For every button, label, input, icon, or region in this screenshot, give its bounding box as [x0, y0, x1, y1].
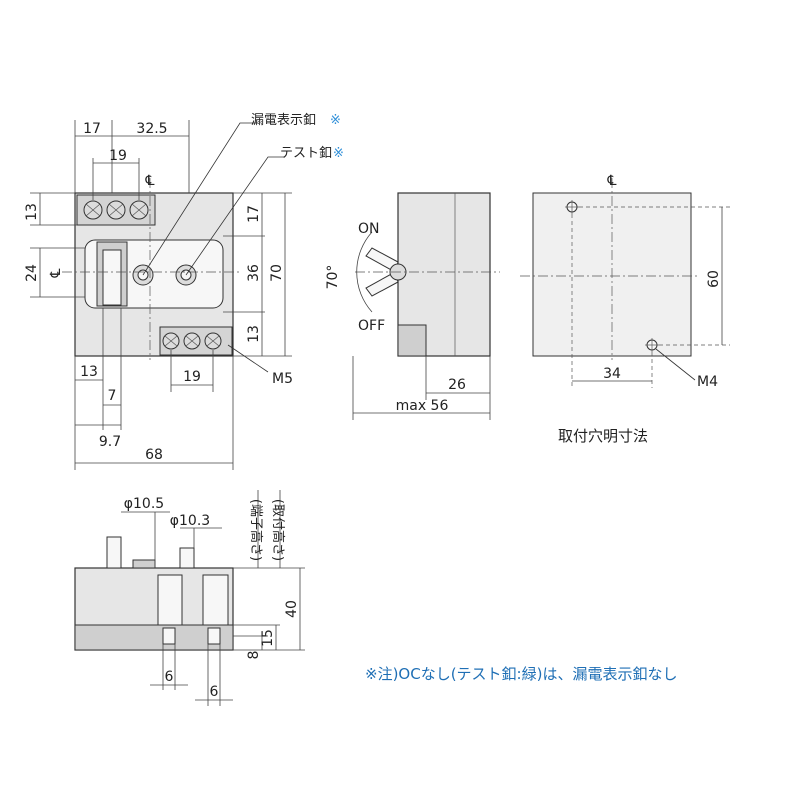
- mount-hole-bottom: [645, 338, 659, 352]
- lower-screw-2: [183, 332, 201, 350]
- on-label: ON: [358, 221, 380, 237]
- terminal-height-label: (端子高さ): [248, 499, 264, 561]
- side-view: ON OFF 70° 26 max 56: [325, 192, 500, 420]
- dim-24: 24: [24, 264, 40, 282]
- dim-17-right: 17: [246, 205, 262, 223]
- dim-26: 26: [448, 377, 466, 393]
- mount-hole-top: [565, 200, 579, 214]
- bottom-base: [74, 624, 234, 651]
- pin-2: [207, 627, 221, 645]
- dim-60: 60: [706, 270, 722, 288]
- terminal-slot-1: [157, 574, 183, 626]
- off-label: OFF: [358, 318, 385, 334]
- dim-6-first: 6: [165, 669, 174, 685]
- rotation-arc: [356, 231, 373, 313]
- leak-indicator-asterisk: ※: [330, 113, 341, 128]
- dim-32-5: 32.5: [136, 121, 167, 137]
- test-button-label: テスト釦: [280, 145, 332, 161]
- dim-13-left: 13: [24, 203, 40, 221]
- test-button-asterisk: ※: [333, 146, 344, 161]
- footnote: ※注)OCなし(テスト釦:緑)は、漏電表示釦なし: [365, 665, 677, 683]
- mount-height-label: (取付高さ): [270, 499, 286, 561]
- leak-indicator-label: 漏電表示釦: [251, 112, 316, 128]
- front-view: 17 32.5 19 ℄ 13 24 ℄ 17 36 13 70 13 19 7…: [24, 112, 344, 470]
- m5-label: M5: [272, 371, 293, 387]
- dim-13-bottom: 13: [80, 364, 98, 380]
- dim-7: 7: [108, 388, 117, 404]
- lower-screw-1: [162, 332, 180, 350]
- upper-screw-3: [129, 200, 149, 220]
- lower-screw-3: [204, 332, 222, 350]
- terminal-stub: [179, 547, 195, 569]
- upper-screw-1: [83, 200, 103, 220]
- pin-1: [162, 627, 176, 645]
- dim-phi-10-3: φ10.3: [170, 513, 210, 529]
- upper-screw-2: [106, 200, 126, 220]
- terminal-slot-2: [202, 574, 229, 626]
- dim-34: 34: [603, 366, 621, 382]
- dim-8: 8: [246, 651, 262, 660]
- handle-lever: [102, 249, 122, 306]
- leak-indicator-leader: [142, 122, 258, 276]
- dim-36: 36: [246, 264, 262, 282]
- dim-68: 68: [145, 447, 163, 463]
- mounting-view: ℄ 60 34 M4 取付穴明寸法: [520, 173, 730, 445]
- dim-19-upper: 19: [109, 148, 127, 164]
- dim-15: 15: [260, 629, 276, 647]
- side-lower-step: [397, 324, 427, 357]
- m4-label: M4: [697, 374, 718, 390]
- dim-13-right: 13: [246, 325, 262, 343]
- m4-leader: [655, 348, 696, 381]
- centerline-mark-left: ℄: [48, 269, 64, 279]
- dim-max-56: max 56: [396, 398, 449, 414]
- dim-40: 40: [284, 600, 300, 618]
- m5-leader: [227, 344, 269, 373]
- bottom-view: φ10.5 φ10.3 (端子高さ) (取付高さ) 40 15 8 6 6: [74, 490, 305, 706]
- dim-6-second: 6: [210, 684, 219, 700]
- test-button-leader: [185, 156, 285, 276]
- dim-phi-10-5: φ10.5: [124, 496, 164, 512]
- dim-9-7: 9.7: [99, 434, 121, 450]
- dim-17: 17: [83, 121, 101, 137]
- centerline-mark-mount: ℄: [607, 173, 617, 189]
- dim-19-lower: 19: [183, 369, 201, 385]
- mounting-caption: 取付穴明寸法: [558, 427, 648, 445]
- dim-70: 70: [269, 264, 285, 282]
- handle-stub: [106, 536, 122, 569]
- centerline-mark-top: ℄: [145, 173, 155, 189]
- angle-label: 70°: [325, 265, 341, 290]
